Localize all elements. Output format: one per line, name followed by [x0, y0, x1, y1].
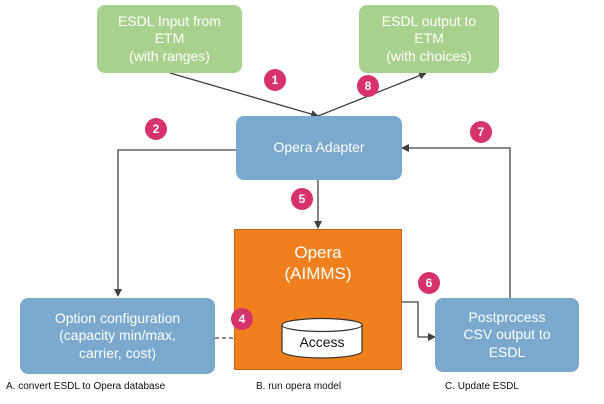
caption-a: A. convert ESDL to Opera database [6, 381, 166, 392]
step-badge-6: 6 [418, 272, 440, 294]
option-config-line-1: Option configuration [54, 309, 181, 326]
step-badge-5: 5 [291, 188, 313, 210]
postprocess-line-2: CSV output to [463, 326, 551, 343]
option-configuration-box: Option configuration (capacity min/max, … [20, 298, 215, 374]
step-badge-7: 7 [470, 121, 492, 143]
access-label: Access [299, 334, 344, 350]
arrow-opera-to-postprocess [402, 301, 436, 341]
opera-box: Opera (AIMMS) [234, 229, 402, 370]
step-badge-2: 2 [145, 118, 167, 140]
esdl-output-line-3: (with choices) [386, 47, 472, 64]
caption-b: B. run opera model [256, 381, 342, 392]
opera-label: Opera [294, 243, 342, 262]
option-config-line-3: carrier, cost) [78, 344, 156, 361]
esdl-input-line-2: ETM [154, 30, 185, 47]
opera-adapter-box: Opera Adapter [236, 116, 402, 180]
arrow-input-to-adapter [169, 72, 319, 118]
access-database: Access [281, 317, 363, 359]
esdl-output-line-2: ETM [414, 30, 444, 47]
caption-c: C. Update ESDL [445, 381, 519, 392]
arrow-adapter-to-option-config [114, 149, 236, 297]
esdl-input-line-1: ESDL Input from [118, 12, 221, 29]
esdl-output-box: ESDL output to ETM (with choices) [359, 5, 499, 73]
step-badge-4: 4 [231, 308, 253, 330]
opera-adapter-label: Opera Adapter [273, 139, 365, 156]
step-badge-8: 8 [357, 75, 379, 97]
step-badge-1: 1 [264, 69, 286, 91]
esdl-output-line-1: ESDL output to [381, 12, 477, 29]
postprocess-line-3: ESDL [488, 343, 526, 360]
arrow-postprocess-to-adapter [401, 144, 511, 298]
esdl-input-line-3: (with ranges) [129, 47, 210, 64]
postprocess-box: Postprocess CSV output to ESDL [435, 298, 579, 372]
opera-sublabel: (AIMMS) [284, 264, 352, 284]
esdl-input-box: ESDL Input from ETM (with ranges) [97, 5, 242, 73]
option-config-line-2: (capacity min/max, [59, 327, 176, 344]
postprocess-line-1: Postprocess [468, 308, 546, 325]
